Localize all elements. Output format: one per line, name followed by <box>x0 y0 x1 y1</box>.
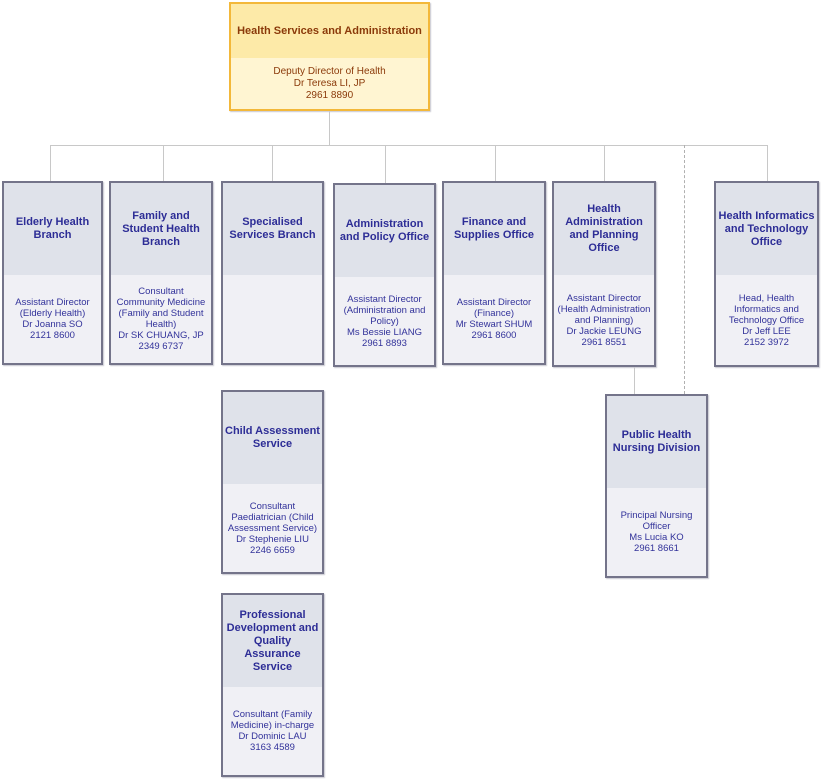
box-line: Assistant Director <box>15 297 90 308</box>
connector <box>604 145 605 181</box>
dashed-connector <box>684 145 685 394</box>
box-line: Mr Stewart SHUM <box>455 319 533 330</box>
box-title: Health Administration and Planning Offic… <box>554 183 654 275</box>
box-title: Specialised Services Branch <box>223 183 322 275</box>
box-line: Consultant (Family Medicine) in-charge <box>230 709 315 731</box>
box-line: Assistant Director <box>456 297 532 308</box>
box-line: Deputy Director of Health <box>273 65 386 77</box>
connector <box>329 110 330 145</box>
box-line: 2961 8890 <box>305 89 354 101</box>
connector <box>767 145 768 181</box>
box-line: 2961 8551 <box>581 336 627 348</box>
box-details: Assistant Director(Finance)Mr Stewart SH… <box>444 275 544 363</box>
box-line: 2961 8600 <box>471 330 517 341</box>
box-title: Family and Student Health Branch <box>111 183 211 275</box>
box-line: (Administration and Policy) <box>343 304 426 327</box>
connector <box>385 145 386 183</box>
box-line: (Elderly Health) <box>19 308 86 319</box>
box-line: 2961 8893 <box>362 337 407 349</box>
box-line: 2246 6659 <box>250 544 295 556</box>
connector <box>495 145 496 181</box>
connector <box>634 366 635 394</box>
box-line: Dr SK CHUANG, JP <box>118 330 204 341</box>
box-line: Head, Health Informatics and Technology … <box>728 292 805 326</box>
box-details: Assistant Director(Elderly Health)Dr Joa… <box>4 275 101 363</box>
connector <box>50 145 51 181</box>
box-title: Administration and Policy Office <box>335 185 434 277</box>
box-details: Head, Health Informatics and Technology … <box>716 275 817 365</box>
box-line: Assistant Director <box>566 292 642 304</box>
box-title: Health Informatics and Technology Office <box>716 183 817 275</box>
box-title: Health Services and Administration <box>231 4 428 58</box>
box-line: (Family and Student Health) <box>118 308 204 330</box>
box-details: Consultant Community Medicine(Family and… <box>111 275 211 363</box>
box-line: Assistant Director <box>347 293 422 305</box>
connector <box>50 145 768 146</box>
org-box-specialised-services[interactable]: Specialised Services Branch <box>221 181 324 365</box>
box-line: Consultant Community Medicine <box>116 286 206 308</box>
box-title: Child Assessment Service <box>223 392 322 484</box>
org-box-root[interactable]: Health Services and Administration Deput… <box>229 2 430 111</box>
box-line: Ms Bessie LIANG <box>347 326 422 338</box>
box-line: (Health Administration and Planning) <box>557 303 651 326</box>
box-title: Finance and Supplies Office <box>444 183 544 275</box>
box-line: 2349 6737 <box>138 341 184 352</box>
box-line: Dr Jeff LEE <box>742 325 791 337</box>
org-box-health-informatics-technology[interactable]: Health Informatics and Technology Office… <box>714 181 819 367</box>
box-line: Dr Jackie LEUNG <box>566 325 642 337</box>
box-line: 2152 3972 <box>744 336 789 348</box>
box-details: Assistant Director(Administration and Po… <box>335 277 434 365</box>
box-line: 2961 8661 <box>634 543 679 554</box>
box-line: Consultant Paediatrician (Child Assessme… <box>227 500 318 534</box>
box-line: Dr Joanna SO <box>22 319 83 330</box>
box-line: (Finance) <box>473 308 515 319</box>
box-line: Principal Nursing Officer <box>620 510 693 532</box>
box-line: Dr Stephenie LIU <box>236 533 309 545</box>
box-details: Deputy Director of Health Dr Teresa LI, … <box>231 58 428 109</box>
connector <box>163 145 164 181</box>
connector <box>272 145 273 181</box>
box-title: Public Health Nursing Division <box>607 396 706 488</box>
box-details: Assistant Director(Health Administration… <box>554 275 654 365</box>
box-details <box>223 275 322 363</box>
org-box-professional-development-qa[interactable]: Professional Development and Quality Ass… <box>221 593 324 777</box>
box-line: Ms Lucia KO <box>629 532 684 543</box>
box-line: 2121 8600 <box>30 330 75 341</box>
box-details: Consultant Paediatrician (Child Assessme… <box>223 484 322 572</box>
box-line: 3163 4589 <box>250 742 295 753</box>
box-title: Professional Development and Quality Ass… <box>223 595 322 687</box>
box-line: Dr Dominic LAU <box>238 731 307 742</box>
org-box-health-admin-planning[interactable]: Health Administration and Planning Offic… <box>552 181 656 367</box>
box-title: Elderly Health Branch <box>4 183 101 275</box>
box-line: Dr Teresa LI, JP <box>293 77 366 89</box>
